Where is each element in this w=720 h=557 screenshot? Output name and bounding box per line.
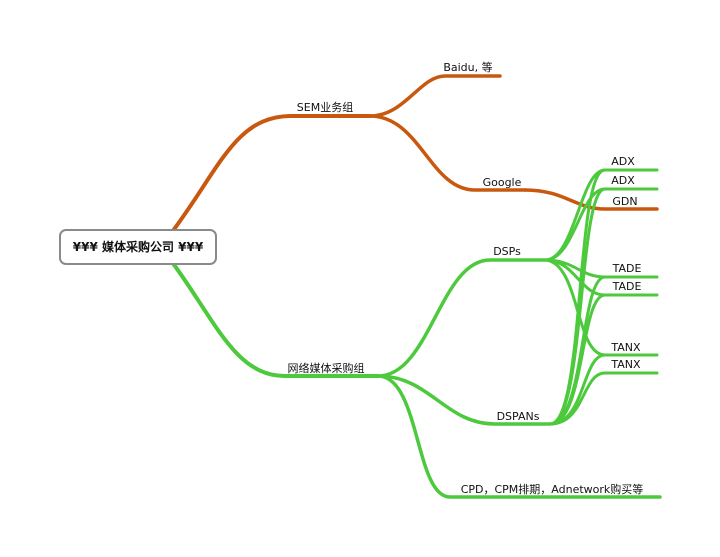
node-sem-label[interactable]: SEM业务组 (297, 100, 353, 114)
node-net-label[interactable]: 网络媒体采购组 (288, 361, 365, 375)
net-branch-group (170, 168, 662, 499)
root-node-label: ¥¥¥ 媒体采购公司 ¥¥¥ (73, 239, 204, 254)
edge-sem-google (368, 114, 527, 192)
node-adx1-label[interactable]: ADX (611, 155, 635, 168)
sem-branch-group (170, 74, 659, 234)
edge-sem-baidu (368, 74, 502, 118)
node-dspans-label[interactable]: DSPANs (497, 410, 540, 423)
node-tade1-label[interactable]: TADE (612, 262, 642, 275)
edge-dspans-tanx2 (548, 371, 659, 426)
edge-net-cpd (376, 374, 662, 499)
root-node[interactable]: ¥¥¥ 媒体采购公司 ¥¥¥ (59, 229, 217, 265)
node-tanx2-label[interactable]: TANX (610, 358, 641, 371)
node-gdn-label[interactable]: GDN (612, 195, 637, 208)
node-baidu-label[interactable]: Baidu, 等 (443, 60, 492, 74)
edge-dspans-adx2 (548, 187, 607, 426)
node-tanx1-label[interactable]: TANX (610, 341, 641, 354)
edge-net-dsps (376, 258, 547, 378)
edge-dsps-adx2 (543, 187, 659, 262)
edge-dsps-adx1 (543, 168, 659, 262)
edge-dspans-tade2 (548, 293, 607, 426)
node-adx2-label[interactable]: ADX (611, 174, 635, 187)
node-google-label[interactable]: Google (483, 176, 522, 189)
node-cpd-label[interactable]: CPD，CPM排期，Adnetwork购买等 (461, 482, 644, 496)
edge-root-net (170, 260, 380, 378)
edge-google-gdn (523, 188, 659, 211)
node-tade2-label[interactable]: TADE (612, 280, 642, 293)
root-node-box[interactable] (59, 229, 217, 265)
edge-net-dspans (376, 374, 552, 426)
node-dsps-label[interactable]: DSPs (493, 245, 521, 258)
edge-root-sem (170, 114, 372, 234)
